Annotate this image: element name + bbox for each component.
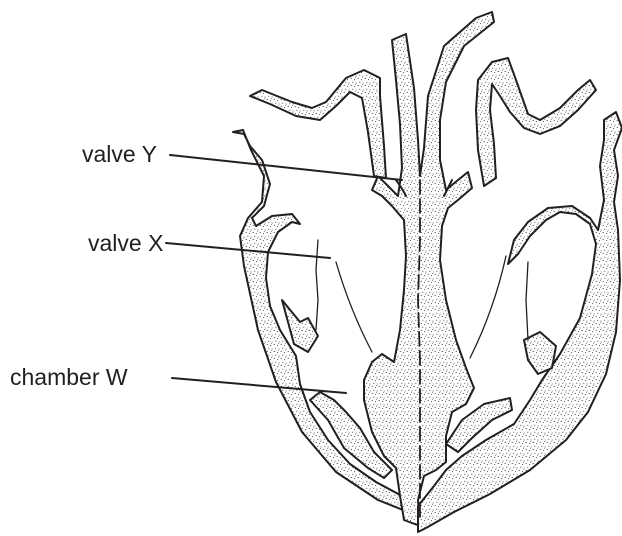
valve-x-left-flap bbox=[336, 262, 372, 352]
valve-right-flap bbox=[470, 256, 506, 358]
left-branch-vessel bbox=[250, 70, 386, 178]
valve-right-flap-inner bbox=[526, 262, 528, 340]
valve-y-label: valve Y bbox=[82, 143, 157, 166]
chamber-w-label: chamber W bbox=[10, 366, 128, 389]
valve-x-left-flap-inner bbox=[316, 240, 318, 330]
leader-line-valve-y bbox=[170, 155, 402, 180]
valve-x-label: valve X bbox=[88, 232, 163, 255]
right-papillary bbox=[524, 332, 556, 374]
right-branch-vessel bbox=[476, 58, 596, 186]
leader-line-chamber-w bbox=[172, 378, 346, 393]
